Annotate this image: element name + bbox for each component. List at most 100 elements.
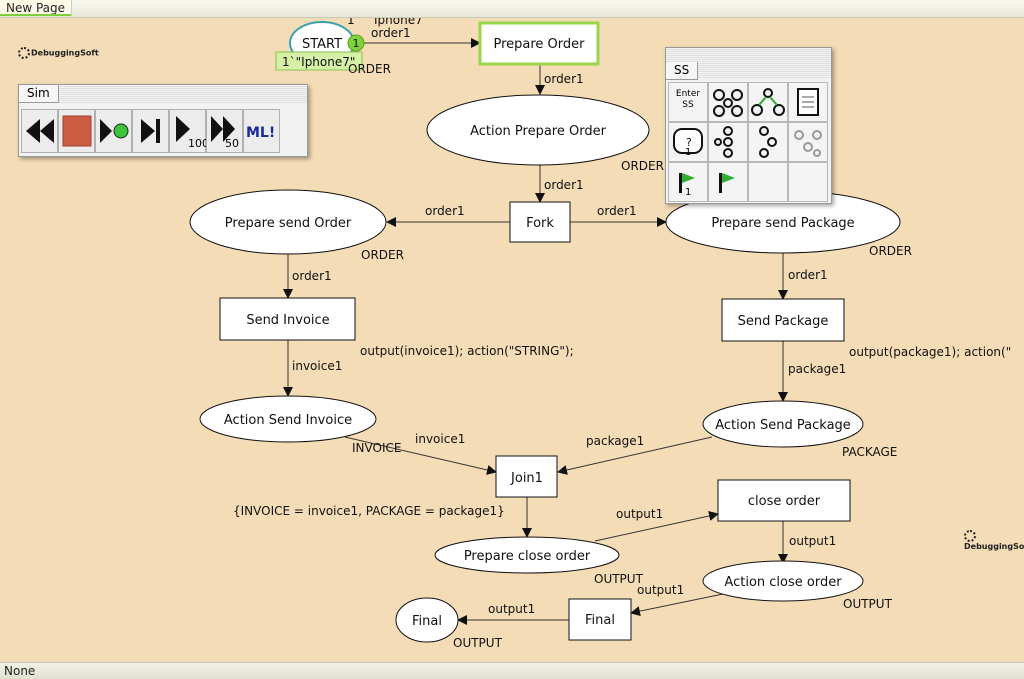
token-count-badge[interactable] — [347, 34, 365, 52]
place-start-label: START — [302, 37, 342, 52]
arc-label-final: output1 — [488, 602, 535, 616]
transition-final[interactable] — [568, 598, 632, 641]
place-action-prepare-order-label: Action Prepare Order — [470, 124, 607, 139]
place-prepare-close-order[interactable] — [434, 536, 620, 574]
skip-forward-icon — [141, 119, 160, 143]
place-action-send-invoice[interactable] — [199, 395, 377, 443]
play-100-button[interactable]: 100 — [169, 109, 209, 153]
ss-tool-palette[interactable]: SS Enter SS ? 1 1 — [665, 47, 832, 204]
transition-prepare-order-label: Prepare Order — [493, 37, 585, 52]
place-prepare-close-order-type: OUTPUT — [594, 572, 644, 586]
arc-label-prepare-action: order1 — [544, 72, 584, 86]
transition-prepare-order[interactable] — [478, 21, 600, 66]
place-action-send-package[interactable] — [702, 400, 864, 448]
report-button[interactable] — [788, 82, 828, 122]
status-bar: None — [0, 662, 1024, 679]
stop-button[interactable] — [58, 109, 95, 153]
transition-close-order[interactable] — [717, 479, 851, 522]
arc-action-invoice-join[interactable] — [344, 436, 497, 475]
token-count: 1 — [353, 37, 360, 50]
place-start-type: ORDER — [348, 62, 391, 76]
single-step-button[interactable] — [95, 109, 132, 153]
arc-label-prepare-close: output1 — [616, 507, 663, 521]
enter-ss-button[interactable]: Enter SS — [668, 82, 708, 122]
document-icon — [797, 88, 819, 116]
sim-palette-header — [19, 85, 307, 103]
arc-label-action-fork: order1 — [544, 178, 584, 192]
arc-prepare-close-close-order[interactable] — [594, 511, 719, 542]
place-action-send-invoice-label: Action Send Invoice — [224, 413, 352, 428]
rewind-icon — [26, 119, 54, 143]
expand-node-icon — [751, 88, 785, 116]
arc-label-package-down: package1 — [788, 362, 846, 376]
transition-send-package[interactable] — [721, 298, 845, 342]
logo-icon-right — [964, 530, 976, 542]
arc-label-fork-right: order1 — [597, 204, 637, 218]
query-node-icon: ? — [673, 128, 703, 154]
play-step-icon — [100, 119, 129, 143]
logo-icon — [18, 47, 30, 59]
logo-text-right: DebuggingSoft — [964, 542, 1024, 551]
ml-evaluate-button[interactable]: ML! — [243, 109, 280, 153]
transition-send-invoice-label: Send Invoice — [246, 313, 329, 328]
place-action-send-invoice-type: INVOICE — [352, 441, 401, 455]
transition-join1[interactable] — [495, 455, 558, 498]
logo-text: DebuggingSoft — [31, 48, 99, 58]
play-icon — [176, 116, 190, 142]
chain-node-button-2[interactable] — [748, 122, 788, 162]
logo-right: DebuggingSoft — [964, 530, 1024, 551]
transition-send-invoice[interactable] — [219, 297, 356, 341]
query-marker: 1 — [685, 147, 692, 158]
graph-node-button[interactable] — [788, 122, 828, 162]
graph-node-icon — [794, 130, 822, 157]
token-marking: 1`"Iphone7" — [282, 55, 355, 69]
place-final-label: Final — [412, 614, 442, 629]
node-graph-icon — [713, 89, 743, 117]
play-100-count: 100 — [188, 137, 209, 150]
place-action-prepare-order[interactable] — [426, 94, 650, 166]
place-prepare-send-package-type: ORDER — [869, 244, 912, 258]
transition-final-label: Final — [585, 613, 615, 628]
step-forward-button[interactable] — [132, 109, 169, 153]
ss-palette-title: SS — [666, 62, 699, 80]
chain-icon — [714, 126, 733, 158]
place-prepare-send-order-type: ORDER — [361, 248, 404, 262]
place-action-close-order[interactable] — [702, 560, 864, 602]
arc-label-invoice-down: invoice1 — [292, 359, 342, 373]
flag-icon-2 — [719, 173, 735, 193]
arc-action-close-final[interactable] — [630, 593, 724, 617]
flag-icon — [679, 173, 695, 193]
arc-label-package-join: package1 — [586, 434, 644, 448]
transition-fork[interactable] — [509, 201, 571, 243]
arc-label-left-down: order1 — [292, 269, 332, 283]
transition-fork-label: Fork — [526, 216, 554, 231]
enter-ss-label: Enter — [675, 89, 701, 99]
rewind-button[interactable] — [21, 109, 58, 153]
status-text: None — [4, 664, 36, 678]
flag-marker: 1 — [685, 187, 692, 198]
sim-tool-palette[interactable]: Sim 100 50 ML! — [18, 84, 308, 157]
calc-ss-button[interactable] — [708, 82, 748, 122]
arc-label-right-down: order1 — [788, 268, 828, 282]
place-final[interactable] — [395, 597, 459, 643]
fast-forward-button[interactable]: 50 — [206, 109, 243, 153]
ml-icon-text: ML! — [246, 125, 275, 141]
place-prepare-send-order[interactable] — [189, 189, 387, 255]
tab-new-page[interactable]: New Page — [0, 0, 73, 16]
arc-action-package-join[interactable] — [557, 436, 713, 475]
chain-node-button[interactable] — [708, 122, 748, 162]
send-invoice-code: output(invoice1); action("STRING"); — [360, 344, 574, 358]
send-package-code: output(package1); action(" — [849, 345, 1011, 359]
place-action-close-order-label: Action close order — [724, 575, 842, 590]
fast-forward-icon — [211, 116, 235, 142]
flag-button-2[interactable] — [708, 162, 748, 202]
token-marking-box[interactable] — [275, 51, 363, 71]
expand-node-button[interactable] — [748, 82, 788, 122]
svg-text:?: ? — [686, 136, 692, 149]
place-prepare-send-order-label: Prepare send Order — [225, 216, 352, 231]
flag-button[interactable]: 1 — [668, 162, 708, 202]
query-button[interactable]: ? 1 — [668, 122, 708, 162]
join1-guard: {INVOICE = invoice1, PACKAGE = package1} — [233, 504, 505, 518]
arc-label-action-close-final: output1 — [637, 583, 684, 597]
